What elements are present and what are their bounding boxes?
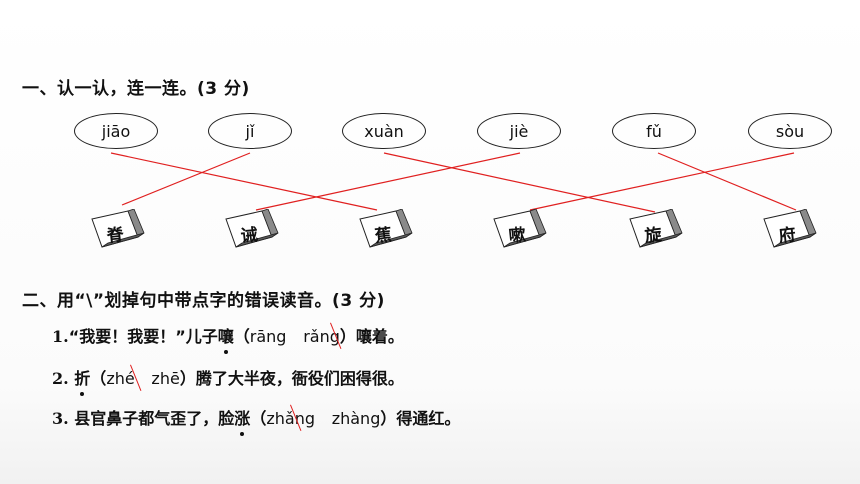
- pinyin-option-1-suffix: ng: [294, 409, 315, 428]
- character-card-fu: 府: [760, 209, 820, 257]
- pinyin-option-1-prefix: zh: [266, 409, 285, 428]
- dotted-character: 涨: [234, 405, 250, 436]
- question-text-end: 腾了大半夜，衙役们困得很。: [195, 369, 404, 388]
- paren-close: ）: [179, 369, 196, 388]
- character-card-sou: 嗽: [490, 209, 550, 257]
- question-text-end: 嚷着。: [355, 327, 404, 346]
- pinyin-oval-fu: fǔ: [612, 113, 696, 149]
- match-line-sou-sou: [529, 152, 795, 211]
- match-line-ji-ji: [121, 152, 251, 206]
- character-card-jiao: 蕉: [356, 209, 416, 257]
- pinyin-option-1-struck: ǎ: [284, 409, 295, 428]
- paren-close: ）: [339, 327, 356, 346]
- question-text: “我要！我要！”儿子: [68, 327, 218, 346]
- pinyin-option-1-prefix: zh: [106, 369, 125, 388]
- character-card-jie: 诫: [222, 209, 282, 257]
- pinyin-option-2: zhàng: [331, 409, 381, 428]
- pinyin-option-1-struck: é: [124, 369, 135, 388]
- character-card-ji: 脊: [88, 209, 148, 257]
- match-line-xuan-xuan: [383, 152, 656, 213]
- character-xuan: 旋: [643, 225, 663, 247]
- section-1-heading: 一、认一认，连一连。(3 分): [22, 79, 250, 99]
- question-number: 3.: [52, 409, 69, 428]
- character-ji: 脊: [105, 225, 125, 247]
- pinyin-option-2: zhē: [151, 369, 180, 388]
- question-number: 2.: [52, 369, 69, 388]
- dotted-character: 嚷: [218, 323, 234, 354]
- pinyin-oval-xuan: xuàn: [342, 113, 426, 149]
- question-3: 3. 县官鼻子都气歪了，脸涨（zhǎng zhàng）得通红。: [52, 405, 461, 436]
- character-jie: 诫: [239, 225, 259, 247]
- match-line-jiao-jiao: [110, 152, 378, 211]
- character-jiao: 蕉: [373, 225, 393, 247]
- paren-open: （: [250, 409, 267, 428]
- question-2: 2. 折（zhé zhē）腾了大半夜，衙役们困得很。: [52, 365, 404, 396]
- character-sou: 嗽: [507, 225, 527, 247]
- match-line-fu-fu: [657, 152, 797, 211]
- pinyin-option-2-prefix: rǎ: [303, 327, 320, 346]
- pinyin-option-2-struck: ng: [319, 327, 340, 346]
- pinyin-oval-sou: sòu: [748, 113, 832, 149]
- pinyin-oval-jiao: jiāo: [74, 113, 158, 149]
- question-number: 1.: [52, 327, 69, 346]
- paren-close: ）: [380, 409, 397, 428]
- question-1: 1.“我要！我要！”儿子嚷（rāng rǎng）嚷着。: [52, 323, 404, 354]
- match-line-jie-jie: [255, 152, 521, 211]
- pinyin-oval-ji: jǐ: [208, 113, 292, 149]
- character-fu: 府: [777, 225, 797, 247]
- dotted-character: 折: [74, 365, 90, 396]
- pinyin-oval-jie: jiè: [477, 113, 561, 149]
- pinyin-option-1: rāng: [249, 327, 287, 346]
- paren-open: （: [90, 369, 107, 388]
- question-text-end: 得通红。: [396, 409, 461, 428]
- paren-open: （: [233, 327, 250, 346]
- section-2-heading: 二、用“\”划掉句中带点字的错误读音。(3 分): [22, 291, 385, 311]
- question-text: 县官鼻子都气歪了，脸: [74, 409, 235, 428]
- character-card-xuan: 旋: [626, 209, 686, 257]
